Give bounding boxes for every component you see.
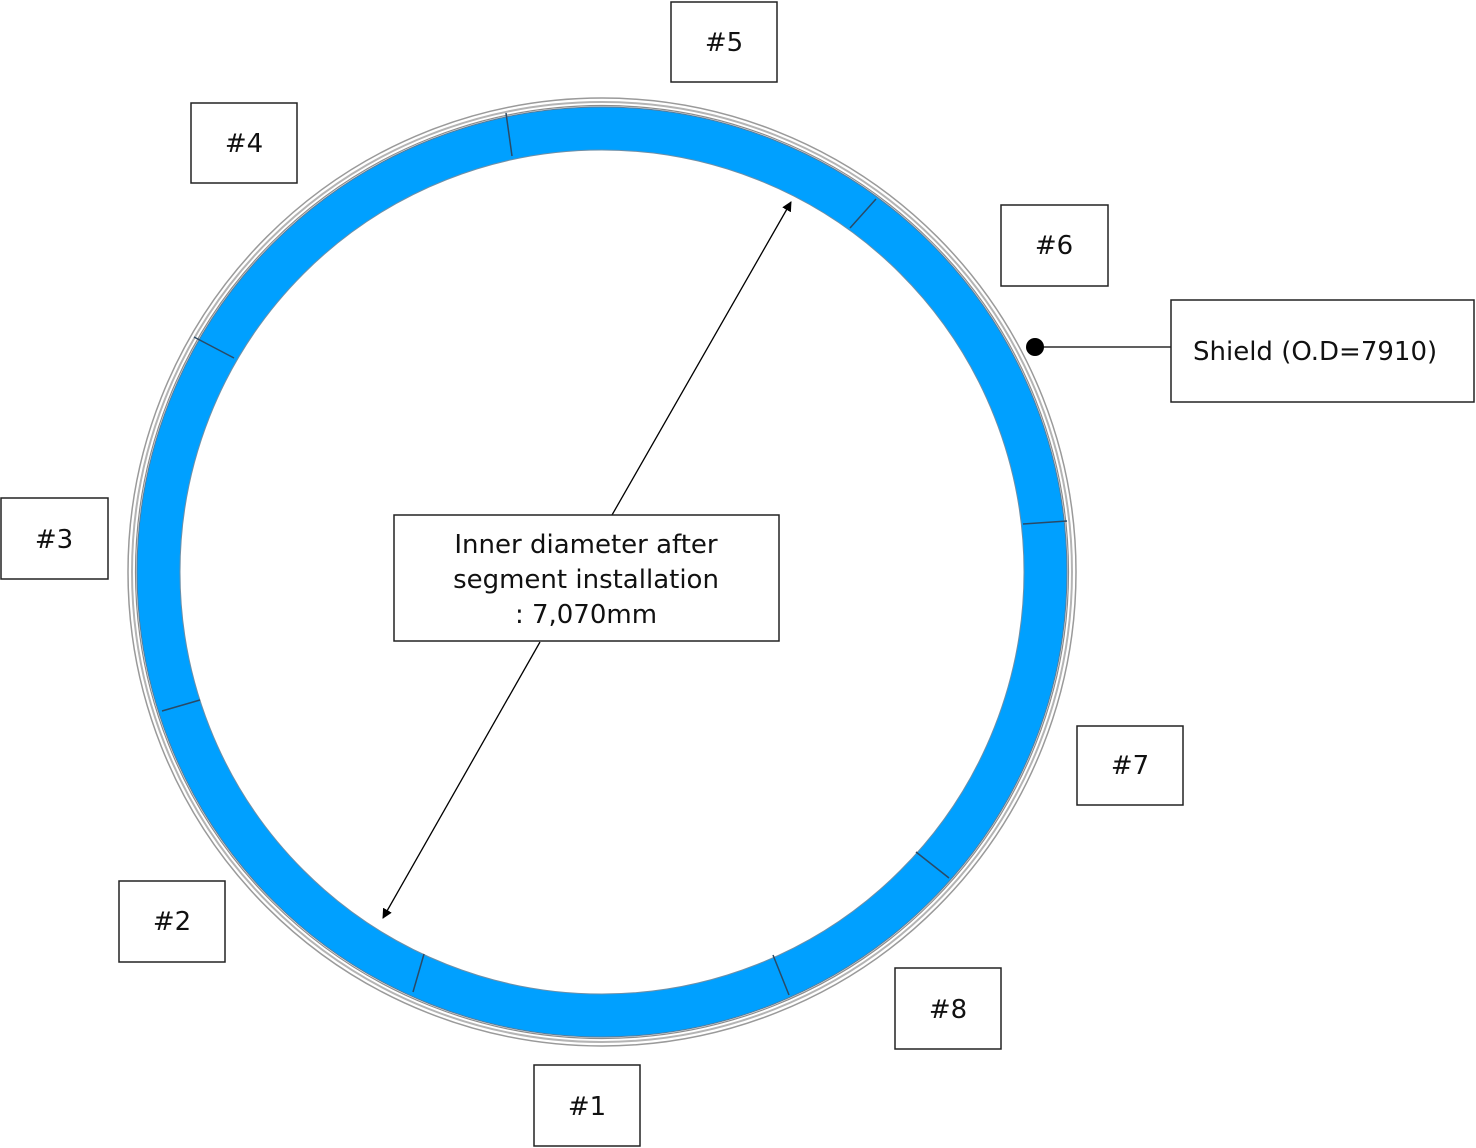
segment-ring-band — [137, 107, 1067, 1037]
segment-ring-inner-edge — [179, 149, 1025, 995]
diameter-arrow-upper — [611, 201, 792, 516]
segment-label-8-text: #8 — [929, 995, 967, 1025]
inner-diameter-line-3: : 7,070mm — [515, 600, 657, 630]
joint-line — [849, 198, 877, 229]
joint-line — [772, 954, 790, 996]
segment-label-2: #2 — [118, 880, 226, 963]
inner-diameter-callout: Inner diameter after segment installatio… — [393, 514, 780, 642]
segment-label-1-text: #1 — [568, 1092, 606, 1122]
joint-line — [1022, 520, 1068, 525]
segment-label-3: #3 — [0, 497, 109, 580]
segment-label-6: #6 — [1000, 204, 1109, 287]
segment-joints — [161, 112, 1068, 996]
segment-label-5: #5 — [670, 1, 778, 83]
joint-line — [915, 851, 950, 879]
joint-line — [505, 112, 513, 157]
shield-ring — [127, 97, 1077, 1047]
segment-label-4-text: #4 — [225, 129, 263, 159]
segment-label-5-text: #5 — [705, 28, 743, 58]
segment-label-3-text: #3 — [35, 525, 73, 555]
joint-line — [161, 699, 201, 712]
segment-label-2-text: #2 — [153, 907, 191, 937]
segment-label-6-text: #6 — [1035, 231, 1073, 261]
segment-ring-outer-edge — [136, 106, 1068, 1038]
segment-label-8: #8 — [894, 967, 1002, 1050]
inner-diameter-line-2: segment installation — [453, 565, 719, 595]
inner-diameter-line-1: Inner diameter after — [454, 530, 718, 560]
joint-line — [412, 953, 425, 993]
segment-label-1: #1 — [533, 1064, 641, 1147]
joint-line — [193, 336, 235, 359]
segment-label-7-text: #7 — [1111, 751, 1149, 781]
diameter-arrow-lower — [382, 641, 541, 919]
shield-label: Shield (O.D=7910) — [1193, 337, 1437, 367]
shield-callout: Shield (O.D=7910) — [1026, 299, 1475, 403]
segment-label-4: #4 — [190, 102, 298, 184]
segment-label-7: #7 — [1076, 725, 1184, 806]
